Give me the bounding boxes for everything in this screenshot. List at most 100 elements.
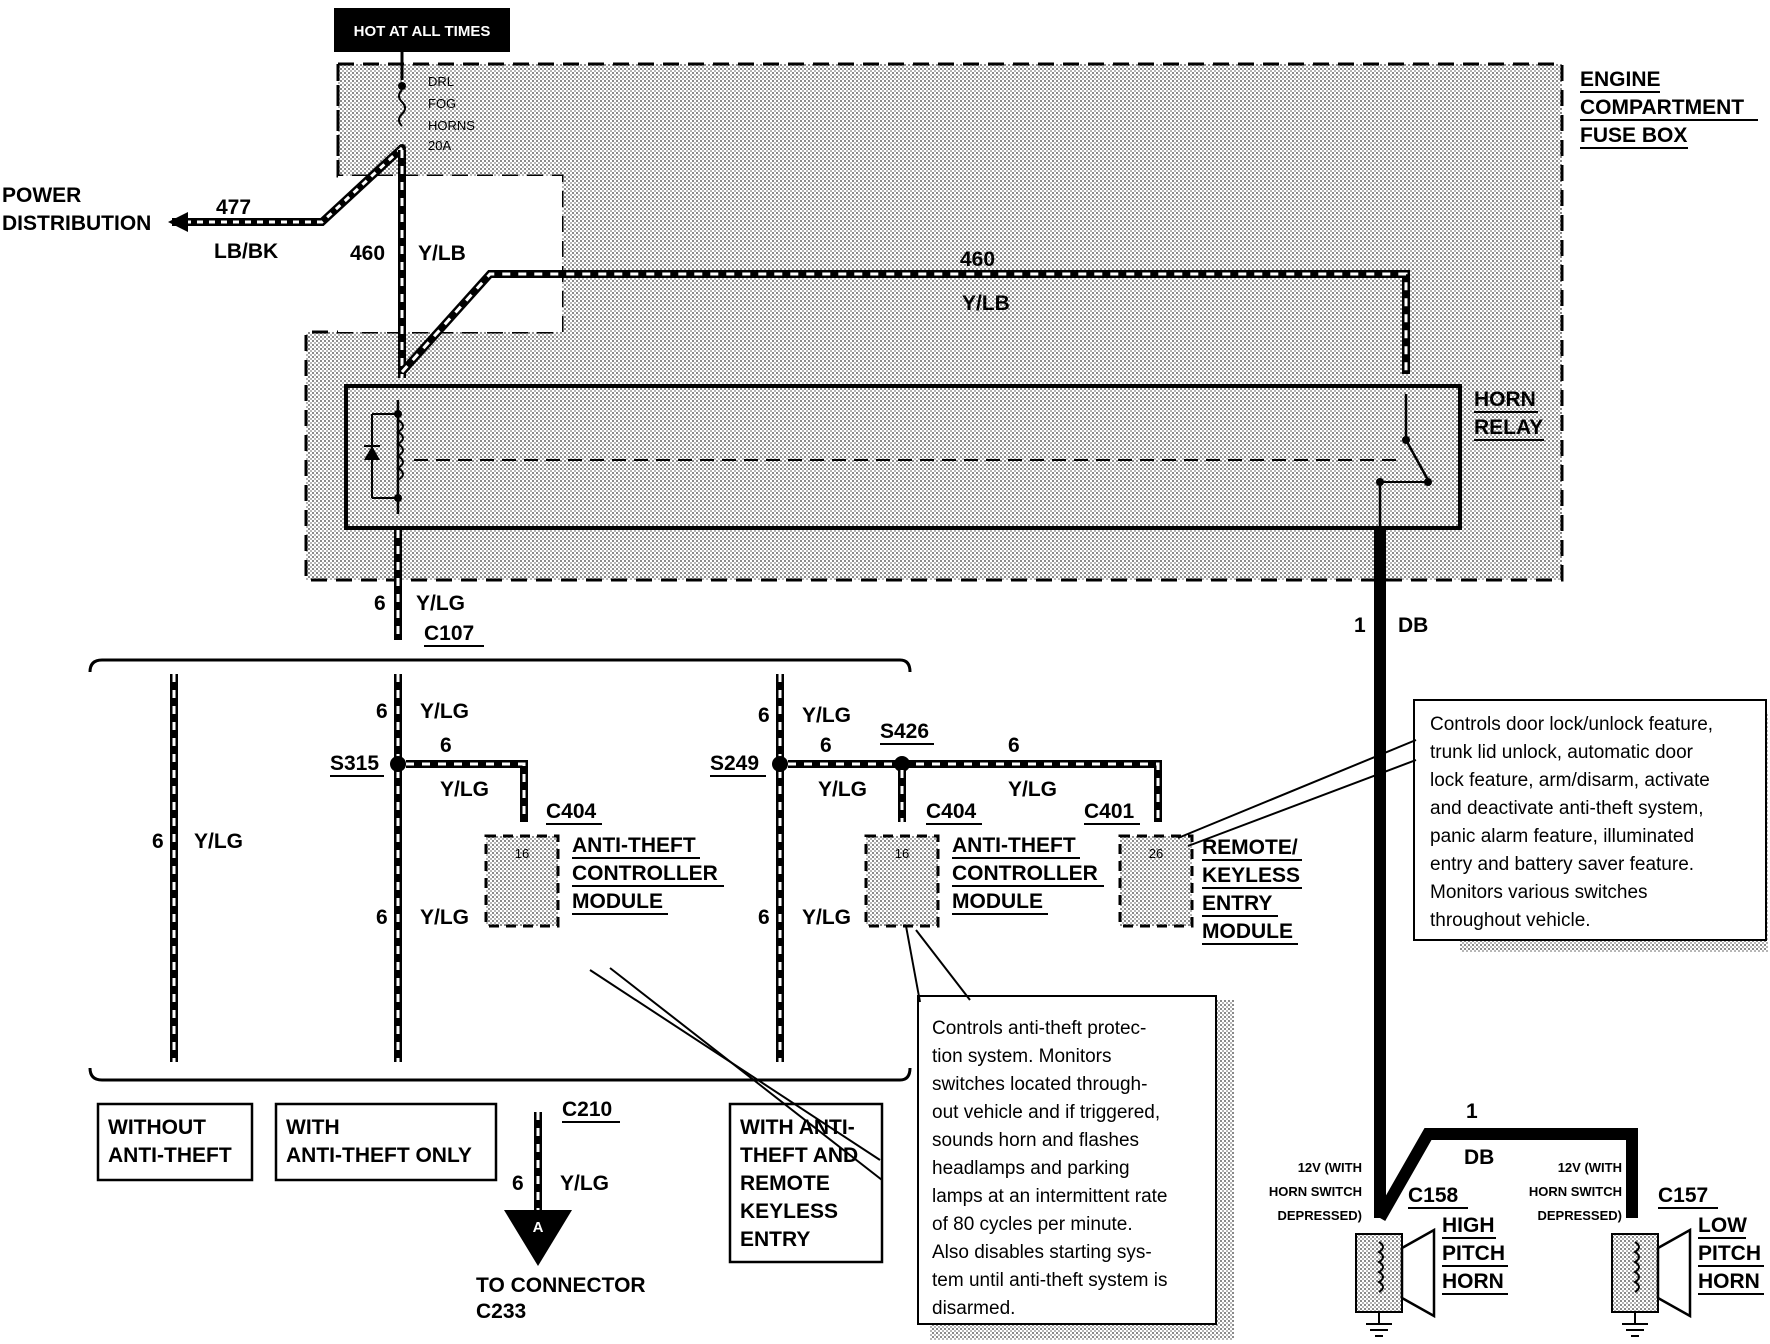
rke-note-line2: trunk lid unlock, automatic door xyxy=(1430,742,1694,763)
note-anti-theft-controller: Controls anti-theft protec- tion system.… xyxy=(905,925,1234,1340)
wire-460-color: Y/LB xyxy=(418,242,466,265)
rke-line2: KEYLESS xyxy=(1202,864,1300,887)
branch1-wire-color: Y/LG xyxy=(194,830,243,853)
c210-wire-number: 6 xyxy=(512,1172,524,1195)
engine-box-title: ENGINE COMPARTMENT FUSE BOX xyxy=(1580,68,1758,149)
branch-label-anti-theft-rke: WITH ANTI- THEFT AND REMOTE KEYLESS ENTR… xyxy=(728,1102,884,1264)
wire-6-main: 6 Y/LG C107 xyxy=(374,530,484,647)
connector-c404-a: C404 xyxy=(546,800,597,823)
branch3-wire-color-top: Y/LG xyxy=(802,704,851,727)
wire-1-color: DB xyxy=(1398,614,1428,637)
rke-note-line6: entry and battery saver feature. xyxy=(1430,854,1694,875)
module-a-pin: 16 xyxy=(515,846,529,861)
rke-note-line4: and deactivate anti-theft system, xyxy=(1430,798,1704,819)
horn-relay-label-line1: HORN xyxy=(1474,388,1536,411)
splice-s249: S249 xyxy=(710,752,759,775)
wire-477: 477 LB/BK xyxy=(168,145,405,263)
connector-ref-letter: A xyxy=(533,1219,544,1236)
branch-label-anti-theft-only: WITH ANTI-THEFT ONLY xyxy=(274,1102,498,1182)
wire-1b-color: DB xyxy=(1464,1146,1494,1169)
atcm-note-line2: tion system. Monitors xyxy=(932,1046,1112,1067)
engine-compartment-fuse-box xyxy=(304,62,1564,582)
splice-s426: S426 xyxy=(880,720,929,743)
with-rke-line5: ENTRY xyxy=(740,1228,810,1251)
bottom-brace xyxy=(88,1067,912,1082)
with-rke-line2: THEFT AND xyxy=(740,1144,858,1167)
branch-label-without-anti-theft: WITHOUT ANTI-THEFT xyxy=(96,1102,254,1182)
low-pitch-horn: 12V (WITH HORN SWITCH DEPRESSED) C157 LO… xyxy=(1529,1160,1764,1337)
branch3-rke-wire-color: Y/LG xyxy=(1008,778,1057,801)
low-switch-note-line3: DEPRESSED) xyxy=(1537,1208,1622,1223)
connector-c107: C107 xyxy=(424,622,474,645)
splice-s315: S315 xyxy=(330,752,379,775)
wire-460-top-run: 460 Y/LB xyxy=(399,248,1410,375)
rke-note-line8: throughout vehicle. xyxy=(1430,910,1591,931)
connector-c158: C158 xyxy=(1408,1184,1459,1207)
fuse-line-amps: 20A xyxy=(428,138,451,153)
without-line2: ANTI-THEFT xyxy=(108,1144,232,1167)
rke-note-line3: lock feature, arm/disarm, activate xyxy=(1430,770,1710,791)
hot-at-all-times-text: HOT AT ALL TIMES xyxy=(354,23,491,40)
branch3-wire-number-top: 6 xyxy=(758,704,770,727)
wire-1-db: 1 DB 1 DB xyxy=(1354,528,1638,1221)
atcm-note-line4: out vehicle and if triggered, xyxy=(932,1102,1160,1123)
rke-line4: MODULE xyxy=(1202,920,1293,943)
branch2-wire-number-top: 6 xyxy=(376,700,388,723)
connector-c404-b: C404 xyxy=(926,800,977,823)
low-switch-note-line2: HORN SWITCH xyxy=(1529,1184,1622,1199)
wire-6-main-number: 6 xyxy=(374,592,386,615)
branch-anti-theft-only: 6 Y/LG S315 6 Y/LG C404 6 Y/LG 16 ANTI-T… xyxy=(330,674,724,1062)
atcm-note-line3: switches located through- xyxy=(932,1074,1147,1095)
atcm-note-line10: tem until anti-theft system is xyxy=(932,1270,1167,1291)
high-horn-line3: HORN xyxy=(1442,1270,1504,1293)
rke-note-line1: Controls door lock/unlock feature, xyxy=(1430,714,1713,735)
wire-460-top-number: 460 xyxy=(960,248,995,271)
power-distribution-label: POWER DISTRIBUTION xyxy=(2,184,151,235)
branch2-splice-wire-color: Y/LG xyxy=(440,778,489,801)
engine-box-title-line3: FUSE BOX xyxy=(1580,124,1687,147)
connector-c401: C401 xyxy=(1084,800,1135,823)
wire-460-vertical: 460 Y/LB xyxy=(350,150,466,378)
module-b-pin: 16 xyxy=(895,846,909,861)
branch3-wire-color-bottom: Y/LG xyxy=(802,906,851,929)
branch2-splice-wire-number: 6 xyxy=(440,734,452,757)
power-distribution-line1: POWER xyxy=(2,184,81,207)
high-switch-note-line1: 12V (WITH xyxy=(1298,1160,1362,1175)
high-switch-note-line3: DEPRESSED) xyxy=(1277,1208,1362,1223)
wire-460-top-color: Y/LB xyxy=(962,292,1010,315)
high-horn-line2: PITCH xyxy=(1442,1242,1505,1265)
c210-wire-color: Y/LG xyxy=(560,1172,609,1195)
atcm2-line3: MODULE xyxy=(952,890,1043,913)
note-remote-keyless-entry: Controls door lock/unlock feature, trunk… xyxy=(1177,699,1768,952)
connector-c157: C157 xyxy=(1658,1184,1708,1207)
horn-relay: HORN RELAY xyxy=(344,384,1544,530)
with-rke-line4: KEYLESS xyxy=(740,1200,838,1223)
with-only-line2: ANTI-THEFT ONLY xyxy=(286,1144,472,1167)
low-horn-line1: LOW xyxy=(1698,1214,1747,1237)
atcm2-line1: ANTI-THEFT xyxy=(952,834,1076,857)
wire-477-color: LB/BK xyxy=(214,240,278,263)
wire-6-main-color: Y/LG xyxy=(416,592,465,615)
low-horn-line2: PITCH xyxy=(1698,1242,1761,1265)
branch2-wire-number-bottom: 6 xyxy=(376,906,388,929)
wire-477-number: 477 xyxy=(216,196,251,219)
branch3-rke-wire-number: 6 xyxy=(1008,734,1020,757)
branch1-wire-number: 6 xyxy=(152,830,164,853)
atcm-note-line9: Also disables starting sys- xyxy=(932,1242,1152,1263)
top-brace xyxy=(88,658,912,673)
connector-c210-branch: C210 6 Y/LG A TO CONNECTOR C233 xyxy=(476,1098,646,1323)
branch2-wire-color-bottom: Y/LG xyxy=(420,906,469,929)
power-distribution-line2: DISTRIBUTION xyxy=(2,212,151,235)
atcm1-line2: CONTROLLER xyxy=(572,862,718,885)
rke-line3: ENTRY xyxy=(1202,892,1272,915)
rke-note-line7: Monitors various switches xyxy=(1430,882,1648,903)
branch3-wire-number-bottom: 6 xyxy=(758,906,770,929)
engine-box-title-line2: COMPARTMENT xyxy=(1580,96,1744,119)
high-horn-line1: HIGH xyxy=(1442,1214,1495,1237)
rke-note-line5: panic alarm feature, illuminated xyxy=(1430,826,1694,847)
fuse-line-fog: FOG xyxy=(428,96,456,111)
low-switch-note-line1: 12V (WITH xyxy=(1558,1160,1622,1175)
atcm-note-line6: headlamps and parking xyxy=(932,1158,1130,1179)
hot-at-all-times-label: HOT AT ALL TIMES xyxy=(334,8,510,52)
